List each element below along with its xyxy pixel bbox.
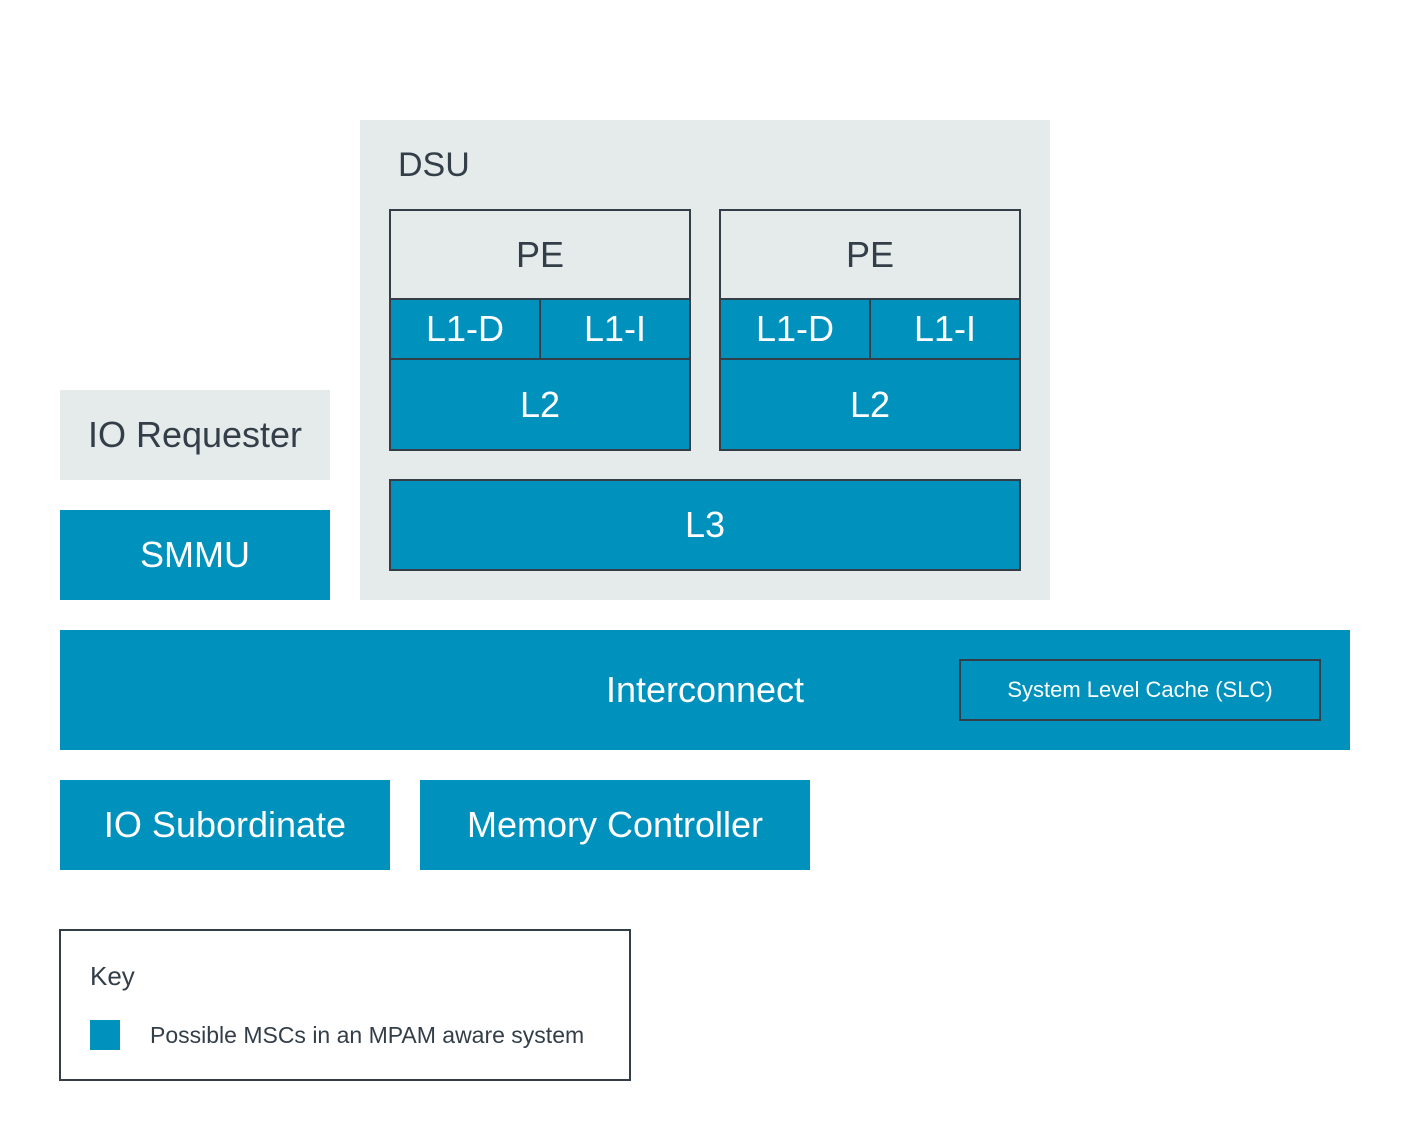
l1d-cache-0: L1-D [391, 300, 541, 360]
key-legend: Key Possible MSCs in an MPAM aware syste… [59, 929, 631, 1081]
pe-1: PE [721, 211, 1019, 300]
core-1: PE L1-D L1-I L2 [719, 209, 1021, 451]
l2-cache-1: L2 [721, 360, 1019, 449]
l1d-cache-1: L1-D [721, 300, 871, 360]
key-item-label: Possible MSCs in an MPAM aware system [150, 1022, 585, 1048]
dsu-label: DSU [398, 146, 470, 184]
l3-cache: L3 [389, 479, 1021, 571]
key-title: Key [90, 961, 135, 991]
key-swatch [90, 1020, 120, 1050]
interconnect-label: Interconnect [605, 669, 805, 710]
interconnect: Interconnect System Level Cache (SLC) [60, 630, 1350, 750]
core-0: PE L1-D L1-I L2 [389, 209, 691, 451]
io-subordinate: IO Subordinate [60, 780, 390, 870]
system-level-cache: System Level Cache (SLC) [959, 659, 1321, 721]
l1i-cache-1: L1-I [871, 300, 1019, 360]
smmu: SMMU [60, 510, 330, 600]
memory-controller: Memory Controller [420, 780, 810, 870]
io-requester: IO Requester [60, 390, 330, 480]
l1i-cache-0: L1-I [541, 300, 689, 360]
pe-0: PE [391, 211, 689, 300]
l2-cache-0: L2 [391, 360, 689, 449]
